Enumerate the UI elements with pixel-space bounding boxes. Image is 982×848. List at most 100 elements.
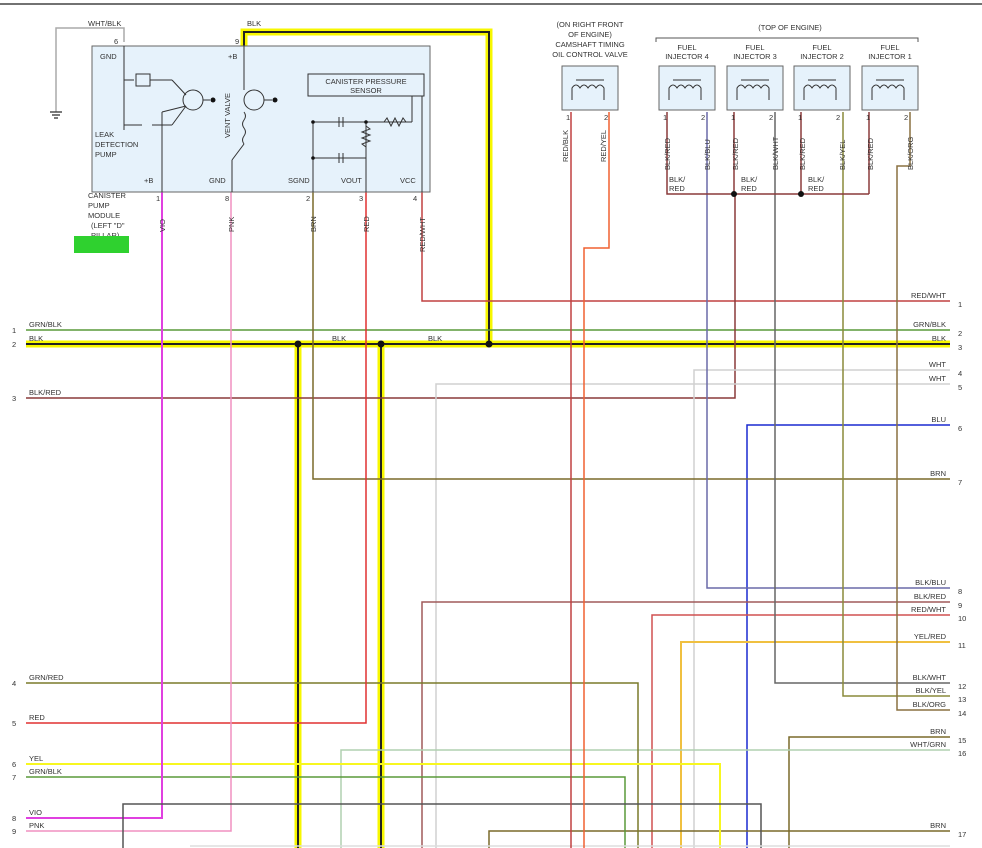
left-pin-number: 8 [12, 814, 16, 823]
cam-label-1: (ON RIGHT FRONT [557, 20, 624, 29]
right-pin-number: 14 [958, 709, 966, 718]
left-pin-number: 7 [12, 773, 16, 782]
splice-label-1a: BLK/ [669, 175, 686, 184]
cam-label-2: OF ENGINE) [568, 30, 612, 39]
right-pin-number: 16 [958, 749, 966, 758]
left-pin-number: 6 [12, 760, 16, 769]
injectors-bracket [655, 37, 919, 42]
right-wire-label: BLK/BLU [915, 578, 946, 587]
injector-pin-2: 2 [769, 113, 773, 122]
pin-num-6: 6 [114, 37, 118, 46]
right-pin-number: 4 [958, 369, 962, 378]
brn-vertical-label: BRN [309, 216, 318, 232]
green-highlight-mark [74, 236, 129, 253]
pnk-wire-9 [26, 192, 232, 832]
right-wire-label: BLK/WHT [913, 673, 947, 682]
left-wire-label: BLK [29, 334, 43, 343]
left-pin-number: 4 [12, 679, 16, 688]
left-wire-label: VIO [29, 808, 42, 817]
cam-label-3: CAMSHAFT TIMING [555, 40, 624, 49]
injector-wire-1-label: BLK/RED [663, 137, 672, 170]
injector-box [793, 65, 851, 111]
injector-wire-2-label: BLK/WHT [771, 136, 780, 170]
pin-num-1: 1 [156, 194, 160, 203]
red-wire-5 [26, 192, 367, 724]
module-name-2: PUMP [88, 201, 110, 210]
pin-num-2: 2 [306, 194, 310, 203]
injector-coil-icon [736, 84, 770, 100]
right-wire-label: WHT [929, 374, 946, 383]
blk-wire-pin9 [243, 31, 490, 344]
module-pin-gnd-top: GND [100, 52, 117, 61]
right-wire-label: GRN/BLK [913, 320, 946, 329]
left-wire-label: BLK/RED [29, 388, 62, 397]
left-pin-number: 5 [12, 719, 16, 728]
right-pin-number: 2 [958, 329, 962, 338]
brn-wire-17 [488, 830, 950, 848]
blu-wire-6 [746, 424, 950, 848]
right-pin-number: 9 [958, 601, 962, 610]
cam-wire-1-label: RED/BLK [561, 130, 570, 162]
splice-dot [485, 340, 493, 348]
left-wire-label: YEL [29, 754, 43, 763]
injector-wire-2-label: BLK/YEL [838, 140, 847, 170]
left-wire-label: GRN/RED [29, 673, 64, 682]
module-name-1: CANISTER [88, 191, 127, 200]
pump-label-1: LEAK [95, 130, 114, 139]
yel-red-wire-11 [680, 641, 950, 848]
splice-dot [294, 340, 302, 348]
right-wire-label: BLK/RED [914, 592, 947, 601]
right-wire-label: BRN [930, 469, 946, 478]
left-connector: 1GRN/BLK2BLK3BLK/RED4GRN/RED5RED6YEL7GRN… [12, 320, 64, 836]
brn-wire-7 [312, 192, 950, 480]
module-box [91, 45, 431, 193]
canister-pump-module: GND +B LEAK DETECTION PUMP VENT VALVE CA… [91, 45, 431, 193]
right-pin-number: 15 [958, 736, 966, 745]
injector-wire-1-label: BLK/RED [731, 137, 740, 170]
ground-icon [50, 111, 62, 119]
left-pin-number: 2 [12, 340, 16, 349]
right-pin-number: 11 [958, 641, 966, 650]
injector-pin-2: 2 [836, 113, 840, 122]
wht-blk-wire [55, 27, 125, 112]
splice-dot [731, 191, 737, 197]
module-pin-sgnd: SGND [288, 176, 310, 185]
pnk-vertical-label: PNK [227, 217, 236, 232]
pump-label-3: PUMP [95, 150, 117, 159]
right-pin-number: 1 [958, 300, 962, 309]
right-pin-number: 10 [958, 614, 966, 623]
red-vertical-label: RED [362, 216, 371, 232]
red-wht-vertical-label: RED/WHT [418, 217, 427, 252]
left-wire-label: PNK [29, 821, 44, 830]
right-wire-label: BLK/ORG [913, 700, 947, 709]
module-name-3: MODULE [88, 211, 120, 220]
sensor-label-2: SENSOR [350, 86, 382, 95]
right-pin-number: 5 [958, 383, 962, 392]
pump-label-2: DETECTION [95, 140, 138, 149]
left-wire-label: GRN/BLK [29, 320, 62, 329]
blk-blu-wire-8 [706, 112, 950, 589]
module-connector-labels: WHT/BLK BLK 6 9 1 8 2 3 4 VIO PNK BRN RE… [74, 19, 427, 253]
wht-wire-5 [435, 383, 950, 848]
blk-wht-wire-12 [774, 112, 950, 684]
right-wire-label: BLK/YEL [916, 686, 946, 695]
wht-grn-wire-16 [340, 749, 950, 848]
injector-pin-1: 1 [663, 113, 667, 122]
pin-num-9: 9 [235, 37, 239, 46]
pin-num-3: 3 [359, 194, 363, 203]
injector-box [658, 65, 716, 111]
vio-vertical-label: VIO [158, 219, 167, 232]
injectors-group-label: (TOP OF ENGINE) [758, 23, 822, 32]
injector-wire-1-label: BLK/RED [798, 137, 807, 170]
injector-pin-2: 2 [904, 113, 908, 122]
injector-wire-2-label: BLK/BLU [703, 139, 712, 170]
injector-label-line2: INJECTOR 4 [665, 52, 709, 61]
bus-label-1: BLK [332, 334, 346, 343]
injector-pin-1: 1 [798, 113, 802, 122]
red-yel-cam-wire [583, 112, 610, 848]
grn-blk-wire-7 [26, 776, 626, 848]
